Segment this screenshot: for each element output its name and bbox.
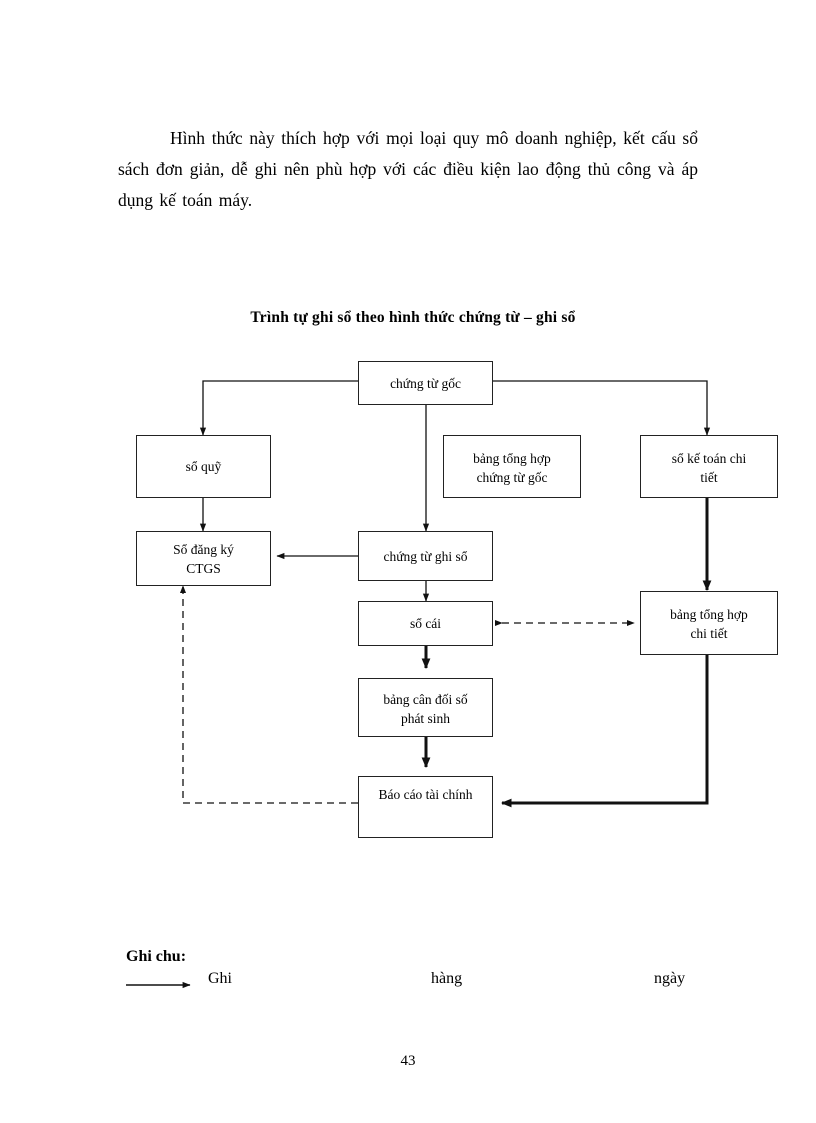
node-so-dang-ky-ctgs-line1: Sổ đăng ký (173, 542, 234, 557)
node-bang-can-doi-so-phat-sinh[interactable]: bảng cân đối số phát sinh (358, 678, 493, 737)
legend-row: Ghi hàng ngày (126, 970, 726, 996)
node-chung-tu-ghi-so-line1: chứng từ ghi sổ (383, 548, 468, 564)
edge-bangthchitiet-to-baocao (501, 655, 709, 808)
node-so-ke-toan-chi-tiet-line1: sổ kế toán chi (671, 451, 747, 466)
legend-label-ngay: ngày (654, 970, 686, 987)
edge-chungtugoc-to-soquy (199, 380, 358, 436)
node-bang-tong-hop-chung-tu-goc[interactable]: bảng tổng hợp chứng từ gốc (443, 435, 581, 498)
node-bang-tong-hop-chi-tiet-line1: bảng tổng hợp (670, 607, 748, 622)
legend: Ghi chu: Ghi hàng ngày (126, 948, 726, 996)
node-bang-tong-hop-chung-tu-goc-line1: bảng tổng hợp (473, 451, 551, 466)
node-so-ke-toan-chi-tiet-line2: tiết (700, 470, 718, 485)
node-so-quy[interactable]: sổ quỹ (136, 435, 271, 498)
node-so-dang-ky-ctgs[interactable]: Sổ đăng ký CTGS (136, 531, 271, 586)
node-so-quy-line1: sổ quỹ (185, 459, 222, 474)
node-bang-can-doi-so-phat-sinh-line2: phát sinh (400, 711, 451, 726)
node-chung-tu-goc-line1: chứng từ gốc (390, 375, 461, 391)
node-bang-tong-hop-chung-tu-goc-line2: chứng từ gốc (476, 470, 548, 485)
page-number: 43 (400, 1053, 416, 1069)
diagram-title: Trình tự ghi sổ theo hình thức chứng từ … (0, 309, 816, 327)
node-bang-can-doi-so-phat-sinh-line1: bảng cân đối số (383, 692, 468, 707)
node-bang-tong-hop-chi-tiet[interactable]: bảng tổng hợp chi tiết (640, 591, 778, 655)
node-so-ke-toan-chi-tiet[interactable]: sổ kế toán chi tiết (640, 435, 778, 498)
edge-chungtugoc-to-soketoanchitiet (493, 380, 711, 436)
node-so-cai[interactable]: sổ cái (358, 601, 493, 646)
node-chung-tu-goc[interactable]: chứng từ gốc (358, 361, 493, 405)
diagram-title-text: Trình tự ghi sổ theo hình thức chứng từ … (250, 309, 576, 326)
intro-paragraph: Hình thức này thích hợp với mọi loại quy… (118, 127, 698, 210)
node-bao-cao-tai-chinh-line1: Báo cáo tài chính (378, 787, 473, 802)
node-so-dang-ky-ctgs-line2: CTGS (186, 561, 221, 576)
node-chung-tu-ghi-so[interactable]: chứng từ ghi sổ (358, 531, 493, 581)
edge-baocao-to-sodangky-dashed (179, 585, 358, 804)
legend-label-hang: hàng (431, 970, 463, 987)
node-bao-cao-tai-chinh[interactable]: Báo cáo tài chính (358, 776, 493, 838)
node-bang-tong-hop-chi-tiet-line2: chi tiết (690, 626, 728, 641)
legend-title: Ghi chu: (126, 948, 187, 965)
legend-arrow-icon (126, 981, 191, 989)
legend-label-ghi: Ghi (208, 970, 232, 987)
node-so-cai-line1: sổ cái (409, 616, 442, 631)
